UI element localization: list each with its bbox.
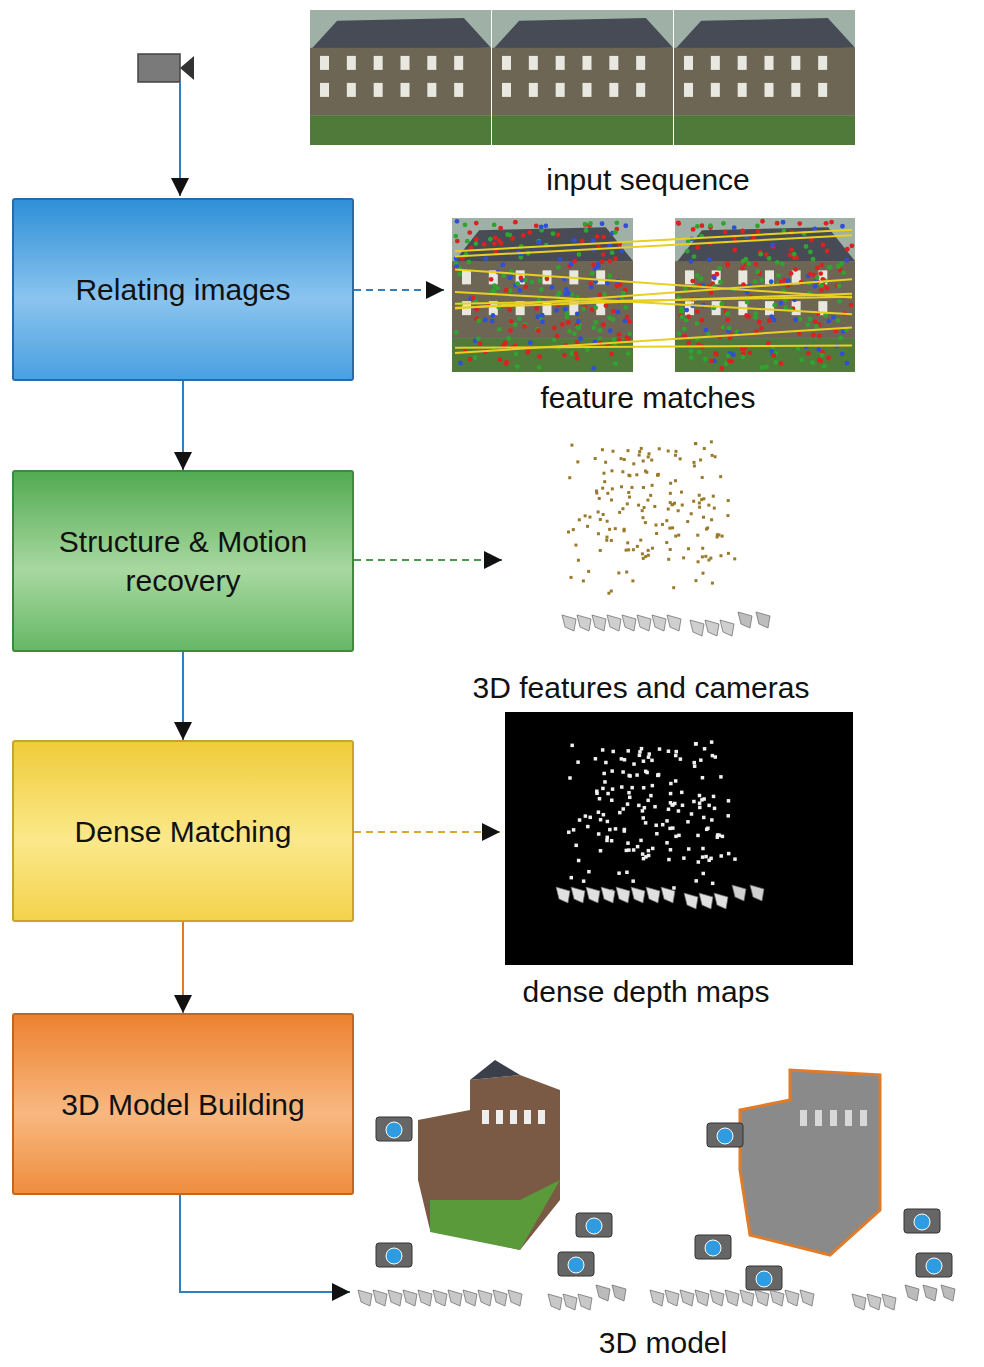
process-label: Structure & Motion recovery: [14, 510, 352, 612]
result-caption: dense depth maps: [523, 975, 770, 1010]
video-camera-icon: [138, 54, 194, 82]
process-label: 3D Model Building: [43, 1073, 322, 1136]
flow-arrow: [182, 922, 184, 1013]
dense-depth-map-image: [505, 712, 853, 965]
output-arrow: [180, 1195, 350, 1292]
result-caption: feature matches: [540, 381, 755, 416]
result-caption: input sequence: [546, 163, 750, 198]
process-box: Dense Matching: [12, 740, 354, 922]
input-sequence-images: [310, 10, 855, 145]
result-caption: 3D model: [599, 1326, 727, 1361]
process-box: Relating images: [12, 198, 354, 381]
result-caption: 3D features and cameras: [473, 671, 810, 706]
sparse-point-cloud: [562, 440, 770, 636]
flow-arrow: [182, 652, 184, 740]
3d-model-renderings: [358, 1060, 955, 1310]
result-leader-arrow: [354, 831, 500, 833]
result-leader-arrow: [354, 289, 444, 291]
feature-match-images: [452, 218, 855, 372]
input-arrow: [179, 82, 181, 196]
process-box: Structure & Motion recovery: [12, 470, 354, 652]
process-label: Relating images: [57, 258, 308, 321]
flow-arrow: [182, 381, 184, 470]
process-box: 3D Model Building: [12, 1013, 354, 1195]
process-label: Dense Matching: [57, 800, 310, 863]
result-leader-arrow: [354, 559, 502, 561]
